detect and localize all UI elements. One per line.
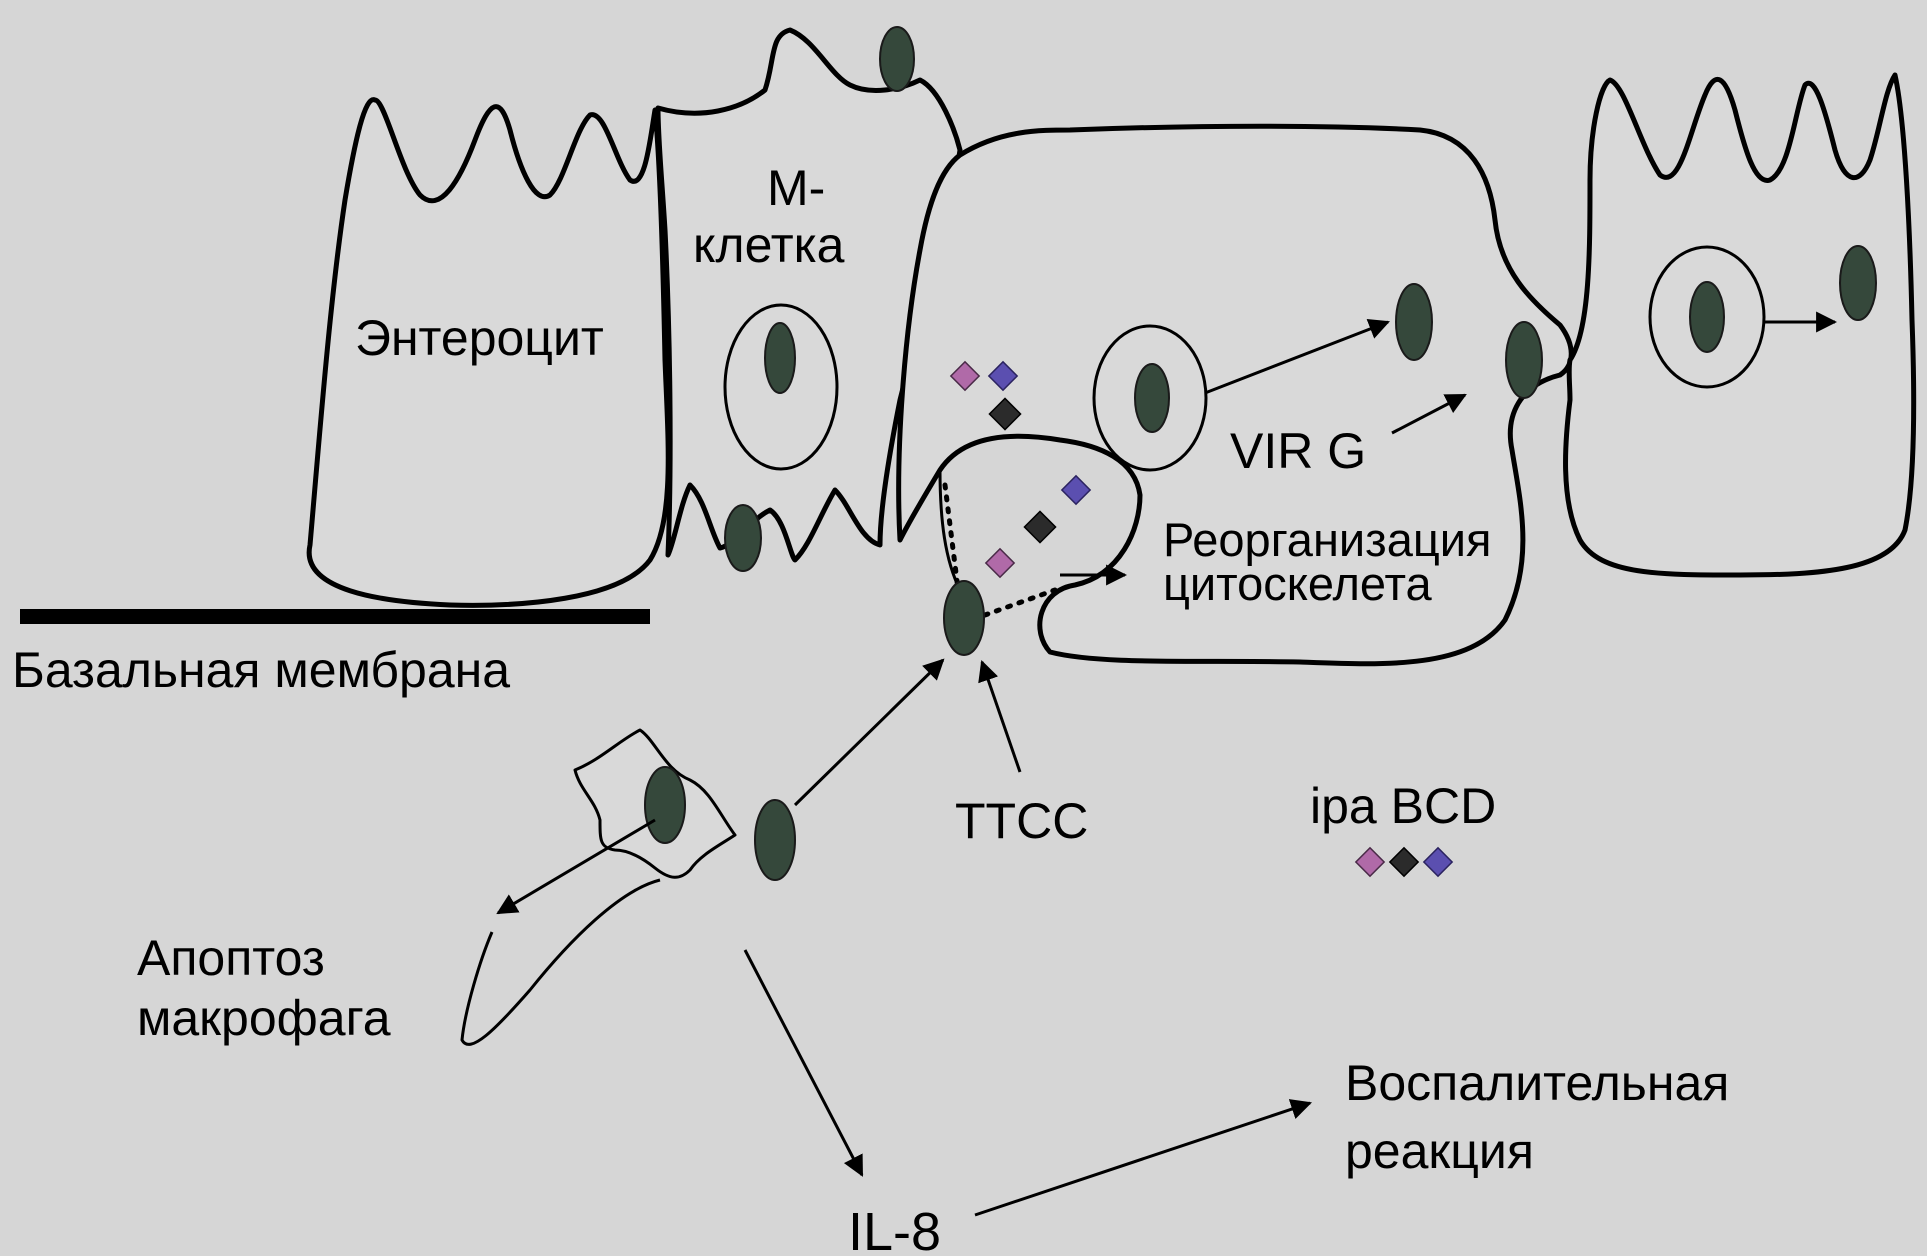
bacterium-free-cytosol: [1396, 284, 1432, 360]
bacterium-released-neighbour: [1840, 246, 1876, 320]
bacterium-top: [880, 27, 914, 91]
label-virg: VIR G: [1230, 423, 1366, 479]
label-m-cell-line2: клетка: [693, 217, 845, 273]
label-ttcc: TTCC: [955, 793, 1088, 849]
label-reorg-line2: цитоскелета: [1163, 557, 1432, 610]
bacterium-below-m-cell: [725, 505, 761, 571]
label-m-cell-line1: М-: [767, 160, 825, 216]
label-inflammation-line1: Воспалительная: [1345, 1055, 1729, 1111]
bacterium-released-macrophage: [755, 800, 795, 880]
label-basal-membrane: Базальная мембрана: [12, 642, 510, 698]
label-apoptosis-line1: Апоптоз: [137, 930, 325, 986]
ipa-bcd-legend-diamonds: [1356, 848, 1452, 876]
label-apoptosis-line2: макрофага: [137, 990, 391, 1046]
label-inflammation-line2: реакция: [1345, 1123, 1534, 1179]
bacterium-in-m-cell-vacuole: [765, 323, 795, 393]
bacterium-at-entry: [944, 581, 984, 655]
basal-membrane-line: [20, 609, 650, 624]
bacterium-in-neighbour-vacuole: [1690, 282, 1724, 352]
bacterium-at-cell-junction: [1506, 322, 1542, 398]
label-enterocyte: Энтероцит: [355, 310, 604, 366]
label-il8: IL-8: [848, 1202, 941, 1256]
label-ipa-bcd: ipa BCD: [1310, 778, 1496, 834]
bacterium-in-vacuole: [1135, 364, 1169, 432]
bacterium-in-macrophage: [645, 767, 685, 843]
